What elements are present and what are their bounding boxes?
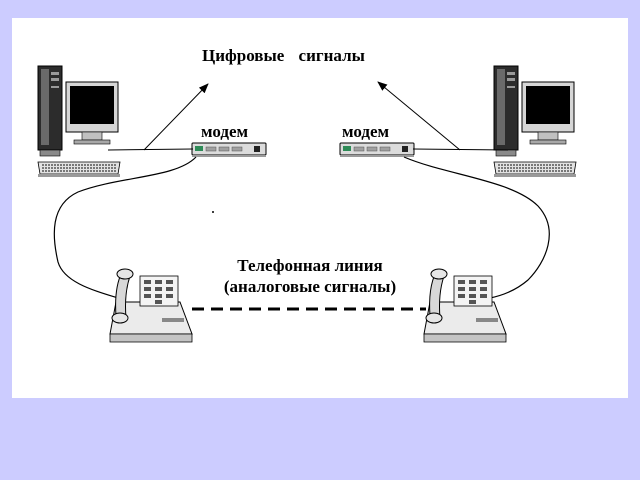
cord-left [53,156,197,299]
cord-right [403,156,550,299]
computer-right-icon [493,65,577,178]
modem-left-icon [191,142,267,158]
telephone-right-icon [423,268,507,343]
telephone-line-label-2: (аналоговые сигналы) [223,277,397,296]
cable-modem-right-computer [412,148,509,151]
telephone-line-label: Телефонная линия (аналоговые сигналы) [200,255,420,297]
arrow-right-digital [377,81,461,151]
arrow-left-digital [143,83,209,151]
diagram-title: Цифровые сигналы [202,46,365,65]
telephone-left-icon [109,268,193,343]
telephone-line-label-1: Телефонная линия [237,256,383,275]
modem-left-label: модем [201,122,249,141]
computer-left-icon [37,65,121,178]
cable-computer-left-modem [107,148,194,151]
modem-right-icon [339,142,415,158]
dot-mark [212,211,214,213]
modem-right-label: модем [342,122,390,141]
